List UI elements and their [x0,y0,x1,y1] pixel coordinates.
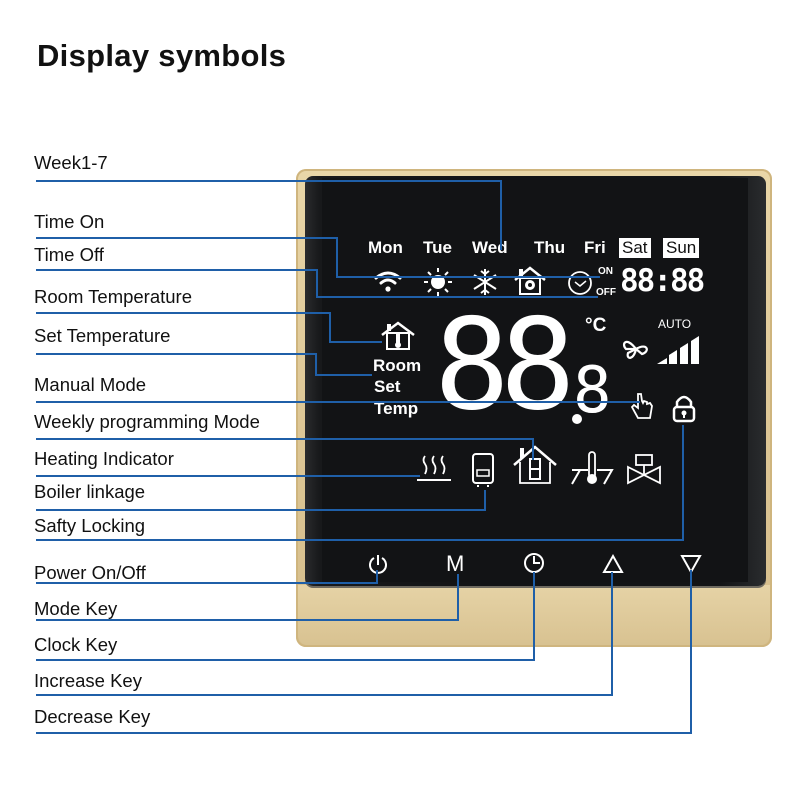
room-label: Room [373,356,422,375]
power-button[interactable] [368,553,388,575]
label-room-temperature: Room Temperature [34,286,193,307]
mode-button[interactable]: M [446,551,465,576]
label-power: Power On/Off [34,562,146,583]
label-time-off: Time Off [34,244,104,265]
heating-indicator-icon [417,455,451,481]
label-set-temperature: Set Temperature [34,325,171,346]
label-time-on: Time On [34,211,105,232]
day-sun: Sun [663,238,700,258]
clock-display: 88:88 [620,263,705,299]
day-mon: Mon [368,238,403,257]
lock-icon [672,395,696,423]
room-temperature-icon [381,321,415,350]
label-increase-key: Increase Key [34,670,142,691]
page-title: Display symbols [37,38,287,73]
label-heating-indicator: Heating Indicator [34,448,174,469]
label-weekly-programming-mode: Weekly programming Mode [34,411,260,432]
increase-button[interactable] [602,553,624,575]
valve-icon [627,454,661,485]
day-sat: Sat [619,238,651,258]
thermostat-bezel-bottom [298,585,770,645]
celsius-unit: °C [585,315,607,336]
day-tue: Tue [423,238,452,257]
day-fri: Fri [584,238,606,257]
on-indicator: ON [598,266,613,277]
set-label: Set [374,377,401,396]
main-temperature-display: 88 [434,291,576,438]
manual-hand-icon [630,393,653,419]
clock-button[interactable] [523,552,545,574]
label-decrease-key: Decrease Key [34,706,151,727]
decimal-point [572,414,582,424]
weekly-program-home-icon [513,445,557,484]
decrease-button[interactable] [680,553,702,575]
fan-speed-bars-icon [657,336,699,364]
label-mode-key: Mode Key [34,598,118,619]
auto-label: AUTO [658,317,692,331]
floor-sensor-icon [571,451,614,485]
day-wed: Wed [472,238,508,257]
off-indicator: OFF [596,287,616,298]
boiler-icon [472,453,494,487]
label-safety-locking: Safty Locking [34,515,146,536]
day-thu: Thu [534,238,566,257]
fan-icon [622,340,648,359]
clock-timer-icon [568,271,592,295]
label-week: Week1-7 [34,152,108,173]
label-manual-mode: Manual Mode [34,374,147,395]
label-clock-key: Clock Key [34,634,118,655]
decimal-digit-display: 8 [573,354,612,428]
temp-label: Temp [374,399,419,418]
wifi-icon [374,271,402,292]
label-boiler-linkage: Boiler linkage [34,481,146,502]
